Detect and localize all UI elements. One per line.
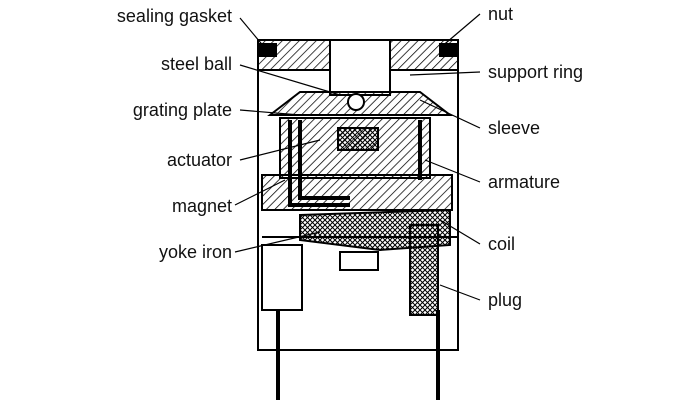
label-steel-ball: steel ball: [160, 54, 232, 74]
label-nut: nut: [488, 4, 514, 24]
label-armature: armature: [488, 172, 561, 192]
label-sleeve: sleeve: [488, 118, 541, 138]
label-sealing-gasket: sealing gasket: [116, 6, 232, 26]
label-grating-plate: grating plate: [132, 100, 232, 120]
label-yoke-iron: yoke iron: [158, 242, 232, 262]
label-actuator: actuator: [166, 150, 232, 170]
label-support-ring: support ring: [488, 62, 584, 82]
label-plug: plug: [488, 290, 523, 310]
label-coil: coil: [488, 234, 516, 254]
label-magnet: magnet: [171, 196, 232, 216]
